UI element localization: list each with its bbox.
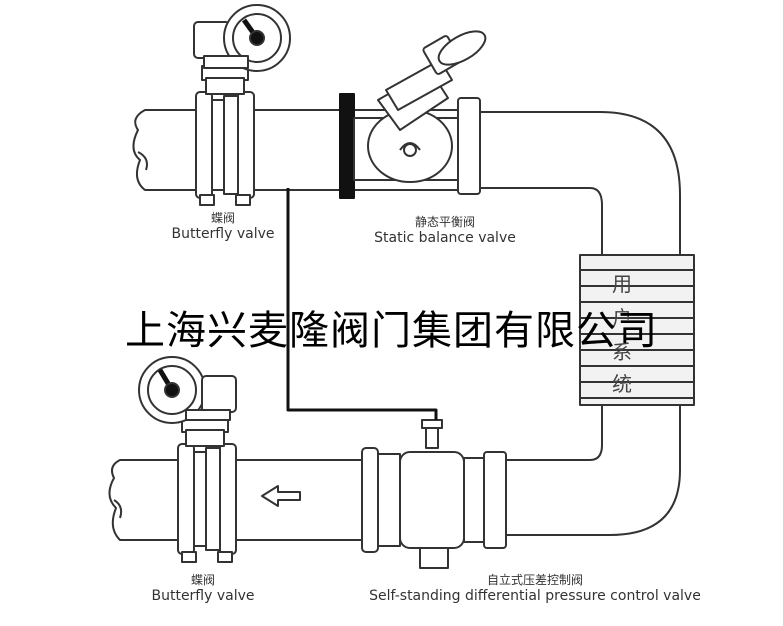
static-balance-valve bbox=[353, 30, 487, 195]
system-char-2: 户 bbox=[612, 306, 632, 330]
label-static-balance: 静态平衡阀 Static balance valve bbox=[355, 215, 535, 246]
label-self-standing: 自立式压差控制阀 Self-standing differential pres… bbox=[340, 573, 730, 604]
label-static-balance-zh: 静态平衡阀 bbox=[414, 215, 475, 229]
dark-flange bbox=[339, 93, 355, 199]
impulse-line bbox=[286, 188, 438, 420]
flow-arrow bbox=[261, 485, 301, 507]
label-butterfly-bottom: 蝶阀 Butterfly valve bbox=[128, 573, 278, 604]
system-char-1: 用 bbox=[612, 272, 632, 296]
user-system-box bbox=[579, 254, 695, 406]
label-butterfly-top-zh: 蝶阀 bbox=[210, 211, 235, 225]
company-watermark: 上海兴麦隆阀门集团有限公司 bbox=[125, 308, 658, 354]
system-char-4: 统 bbox=[612, 372, 632, 396]
bottom-butterfly-valve bbox=[138, 356, 237, 563]
self-standing-valve bbox=[361, 419, 507, 569]
loop-pipe bbox=[479, 111, 681, 536]
label-butterfly-bottom-zh: 蝶阀 bbox=[190, 573, 215, 587]
label-butterfly-top: 蝶阀 Butterfly valve bbox=[148, 211, 298, 242]
label-static-balance-en: Static balance valve bbox=[374, 229, 516, 246]
top-butterfly-valve bbox=[193, 4, 291, 206]
label-self-standing-en: Self-standing differential pressure cont… bbox=[369, 587, 701, 604]
label-self-standing-zh: 自立式压差控制阀 bbox=[486, 573, 583, 587]
label-butterfly-top-en: Butterfly valve bbox=[171, 225, 275, 242]
system-char-3: 系 bbox=[612, 340, 632, 364]
label-butterfly-bottom-en: Butterfly valve bbox=[151, 587, 255, 604]
